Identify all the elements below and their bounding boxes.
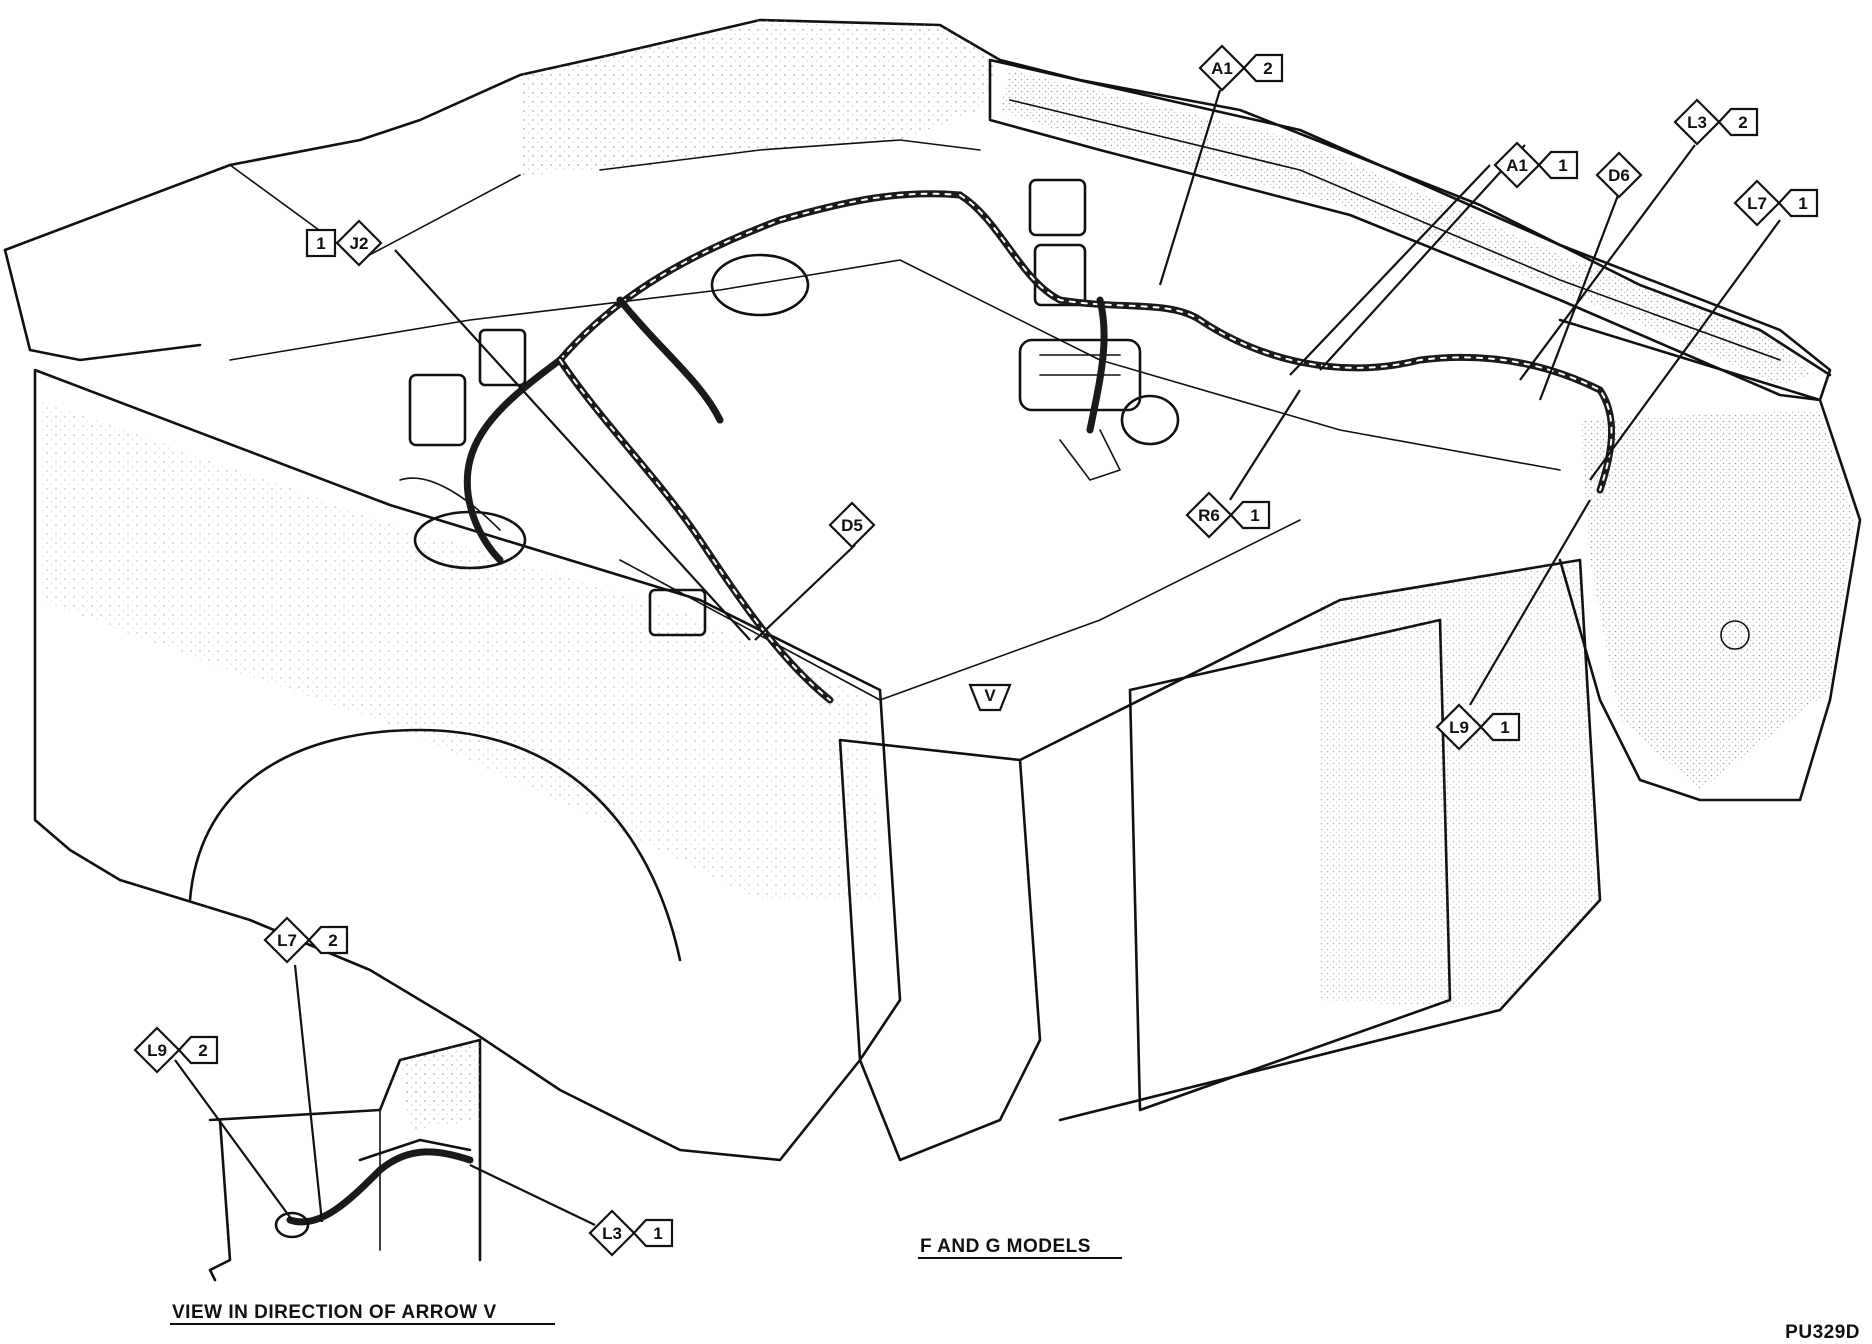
callout-l7-2: L7 2 — [263, 916, 349, 964]
firewall-cowl — [3, 18, 1832, 377]
svg-text:R6: R6 — [1198, 506, 1220, 525]
callout-l3-2: L3 2 — [1673, 98, 1759, 146]
svg-text:L7: L7 — [1747, 194, 1767, 213]
callout-l9-1: L9 1 — [1435, 703, 1521, 751]
radiator-support — [838, 558, 1602, 1162]
svg-text:1: 1 — [1500, 718, 1509, 737]
svg-text:D5: D5 — [841, 516, 863, 535]
svg-text:1: 1 — [1558, 156, 1567, 175]
svg-text:J2: J2 — [350, 234, 369, 253]
svg-text:L3: L3 — [1687, 113, 1707, 132]
engine-bay — [229, 259, 1561, 701]
svg-text:1: 1 — [1798, 194, 1807, 213]
svg-text:L9: L9 — [1449, 718, 1469, 737]
svg-text:2: 2 — [1738, 113, 1747, 132]
svg-text:L9: L9 — [147, 1041, 167, 1060]
arrow-v-label: V — [984, 686, 996, 705]
callout-d6: D6 — [1595, 151, 1643, 199]
svg-text:1: 1 — [1250, 506, 1259, 525]
callout-j2-1: 1 J2 — [305, 219, 383, 267]
callout-a1-1: A1 1 — [1493, 141, 1579, 189]
left-fender — [33, 368, 902, 1162]
callout-d5: D5 — [828, 501, 876, 549]
svg-text:L3: L3 — [602, 1224, 622, 1243]
svg-text:2: 2 — [328, 931, 337, 950]
figure-id: PU329D — [1785, 1322, 1860, 1343]
inset-caption: VIEW IN DIRECTION OF ARROW V — [170, 1302, 555, 1325]
callout-l3-1: L3 1 — [588, 1209, 674, 1257]
right-fender — [1558, 318, 1862, 802]
callout-l9-2: L9 2 — [133, 1026, 219, 1074]
callout-r6-1: R6 1 — [1185, 491, 1271, 539]
callout-l7-1: L7 1 — [1733, 179, 1819, 227]
callout-a1-2: A1 2 — [1198, 44, 1284, 92]
svg-text:L7: L7 — [277, 931, 297, 950]
svg-text:A1: A1 — [1211, 59, 1233, 78]
svg-text:2: 2 — [1263, 59, 1272, 78]
svg-text:F AND G MODELS: F AND G MODELS — [920, 1236, 1091, 1257]
svg-text:1: 1 — [316, 234, 325, 253]
svg-text:D6: D6 — [1608, 166, 1630, 185]
svg-text:2: 2 — [198, 1041, 207, 1060]
main-caption: F AND G MODELS — [918, 1236, 1122, 1259]
arrow-v-marker: V — [968, 683, 1012, 712]
svg-text:VIEW IN DIRECTION OF ARROW V: VIEW IN DIRECTION OF ARROW V — [172, 1302, 497, 1323]
wiring-harness — [463, 190, 1615, 704]
svg-text:1: 1 — [653, 1224, 662, 1243]
leader-lines — [174, 89, 1781, 1226]
svg-text:A1: A1 — [1506, 156, 1528, 175]
inset-view — [208, 1038, 482, 1282]
cowl-panel-right — [988, 58, 1832, 402]
